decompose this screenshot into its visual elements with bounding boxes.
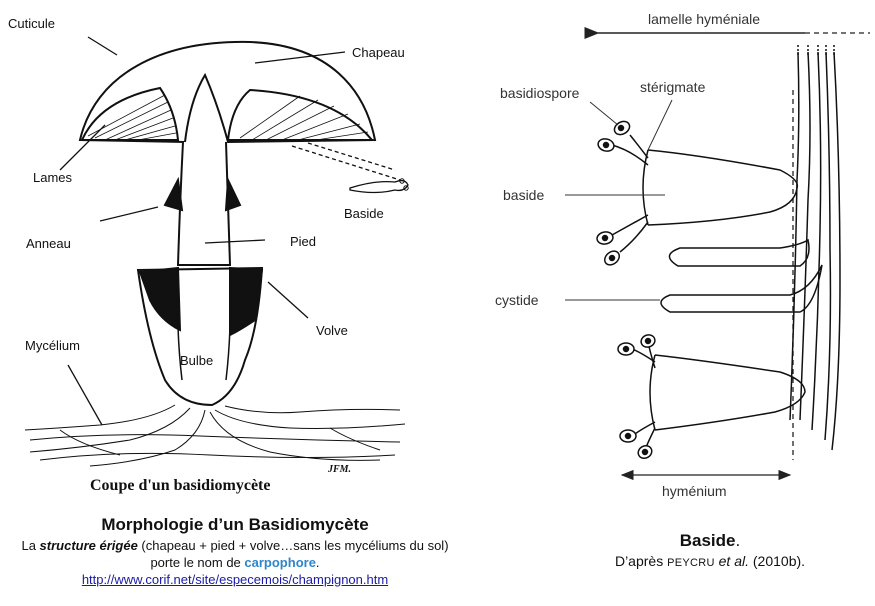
basidiole <box>669 240 809 266</box>
caption-end: . <box>316 555 320 570</box>
baside-lower <box>630 342 805 450</box>
right-title-text: Baside <box>680 531 736 550</box>
baside-upper <box>612 135 797 252</box>
drawing-title: Coupe d'un basidiomycète <box>90 477 270 494</box>
label-anneau: Anneau <box>26 236 71 251</box>
label-hymenium: hyménium <box>662 483 727 499</box>
caption-emphasis: structure érigée <box>40 538 138 553</box>
signature: JFM. <box>327 464 351 475</box>
label-lamelle: lamelle hyméniale <box>648 11 760 27</box>
ring-left <box>165 180 182 210</box>
label-baside-left: Baside <box>344 206 384 221</box>
small-baside-sketch <box>350 181 408 193</box>
caption-prefix: La <box>21 538 39 553</box>
caption-body: La structure érigée (chapeau + pied + vo… <box>20 537 450 571</box>
right-caption: Baside. D’après Peycru et al. (2010b). <box>560 530 860 573</box>
right-caption-source: D’après Peycru et al. (2010b). <box>560 552 860 573</box>
label-cuticule: Cuticule <box>8 16 55 31</box>
caption-title: Morphologie d’un Basidiomycète <box>20 514 450 535</box>
label-pied: Pied <box>290 234 316 249</box>
source-prefix: D’après <box>615 553 667 569</box>
label-sterigmate: stérigmate <box>640 79 706 95</box>
mycelium-threads <box>25 405 405 466</box>
ring-right <box>226 180 240 210</box>
label-mycelium: Mycélium <box>25 338 80 353</box>
label-baside-right: baside <box>503 187 544 203</box>
source-year: (2010b). <box>749 553 805 569</box>
stem <box>178 142 230 265</box>
source-author: Peycru <box>667 557 715 569</box>
label-lames: Lames <box>33 170 73 185</box>
source-link[interactable]: http://www.corif.net/site/especemois/cha… <box>82 571 388 588</box>
right-title-end: . <box>736 531 741 550</box>
label-basidiospore: basidiospore <box>500 85 580 101</box>
mushroom-drawing <box>25 42 408 466</box>
left-caption: Morphologie d’un Basidiomycète La struct… <box>20 514 450 589</box>
label-bulbe: Bulbe <box>180 353 213 368</box>
right-caption-title: Baside. <box>560 530 860 552</box>
cystide-shape <box>661 265 822 312</box>
caption-highlight: carpophore <box>244 555 316 570</box>
label-volve: Volve <box>316 323 348 338</box>
hyphae <box>790 45 840 450</box>
source-etal: et al. <box>719 553 749 569</box>
label-chapeau: Chapeau <box>352 45 405 60</box>
label-cystide: cystide <box>495 292 539 308</box>
